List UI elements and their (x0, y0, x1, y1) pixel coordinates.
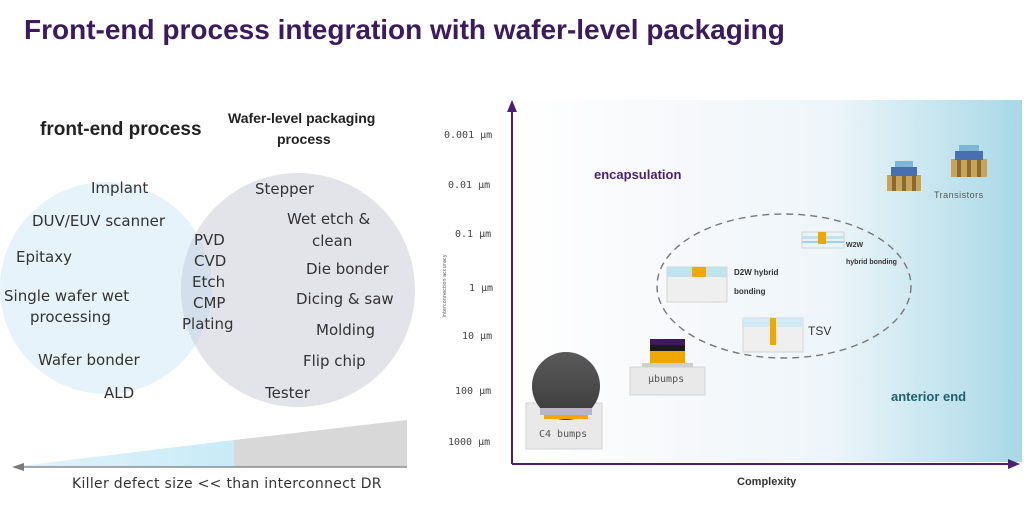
encapsulation-label: encapsulation (594, 167, 682, 182)
venn-item-molding: Molding (316, 321, 376, 339)
venn-item-single-wafer-wet: Single wafer wet (4, 287, 130, 305)
venn-item-cmp: CMP (193, 294, 226, 312)
c4-bump-pad (540, 408, 592, 415)
ubumps-box (629, 366, 706, 396)
venn-item-implant: Implant (91, 179, 149, 197)
y-tick-1: 1 µm (469, 283, 494, 294)
y-tick-0001: 0.001 µm (444, 130, 493, 141)
venn-item-duv-euv-scanner: DUV/EUV scanner (32, 212, 165, 230)
packaging-chart (507, 100, 1022, 469)
venn-item-clean: clean (312, 232, 353, 250)
defect-arrow-head (12, 463, 24, 471)
venn-item-tester: Tester (265, 384, 310, 402)
venn-item-plating: Plating (182, 315, 234, 333)
transistors-label: Transistors (934, 190, 984, 200)
venn-item-wafer-bonder: Wafer bonder (38, 351, 140, 369)
y-tick-10: 10 µm (462, 331, 493, 342)
defect-caption: Killer defect size << than interconnect … (72, 476, 382, 492)
d2w-label-line1: D2W hybrid (734, 268, 779, 277)
venn-diagram (0, 173, 415, 471)
w2w-label-line1: W2W (846, 242, 864, 249)
y-tick-001: 0.01 µm (448, 180, 491, 191)
tsv-via (770, 318, 776, 345)
venn-item-flip-chip: Flip chip (303, 352, 366, 370)
defect-bar-gray (234, 420, 407, 467)
d2w-label-line2: bonding (734, 287, 766, 296)
venn-item-die-bonder: Die bonder (306, 260, 389, 278)
d2w-bond-pad (692, 267, 706, 277)
anterior-end-label: anterior end (891, 389, 967, 404)
front-end-circle (0, 182, 212, 394)
ubump-base (642, 363, 693, 367)
packaging-title-line1: Wafer-level packaging (228, 110, 376, 126)
packaging-circle (181, 173, 415, 407)
page-title: Front-end process integration with wafer… (24, 14, 785, 45)
w2w-bond-pad (818, 232, 826, 244)
venn-item-processing: processing (30, 308, 111, 326)
venn-item-cvd: CVD (194, 252, 227, 270)
c4-bump-metal (544, 415, 588, 419)
venn-item-pvd: PVD (194, 231, 225, 249)
y-axis-arrow (507, 100, 517, 112)
y-tick-100: 100 µm (455, 386, 492, 397)
venn-item-stepper: Stepper (255, 180, 315, 198)
ubump-cap (650, 339, 685, 345)
transistor-stack-1 (887, 161, 921, 191)
ubump-layer (650, 345, 685, 351)
x-axis-label: Complexity (737, 476, 797, 488)
x-axis-arrow (1008, 459, 1020, 469)
y-tick-1000: 1000 µm (448, 437, 491, 448)
venn-item-dicing-saw: Dicing & saw (296, 290, 394, 308)
c4-bumps-label: C4 bumps (539, 429, 588, 440)
y-axis-label: Interconnection accuracy (442, 254, 448, 318)
venn-item-ald: ALD (104, 384, 135, 402)
venn-item-epitaxy: Epitaxy (16, 248, 72, 266)
chart-background (512, 100, 1022, 462)
venn-item-etch: Etch (192, 273, 226, 291)
packaging-title-line2: process (277, 131, 331, 147)
front-end-title: front-end process (40, 119, 202, 140)
ubump-pillar (650, 351, 685, 363)
c4-bump-ball (532, 352, 600, 420)
transistor-stack-2 (951, 145, 987, 177)
tsv-label: TSV (808, 324, 832, 338)
venn-item-wet-etch: Wet etch & (287, 210, 371, 228)
w2w-label-line2: hybrid bonding (846, 259, 897, 266)
ubumps-label: µbumps (648, 374, 685, 385)
y-tick-01: 0.1 µm (455, 229, 492, 240)
hybrid-bonding-ellipse (656, 213, 912, 359)
defect-bar-light (12, 440, 234, 467)
